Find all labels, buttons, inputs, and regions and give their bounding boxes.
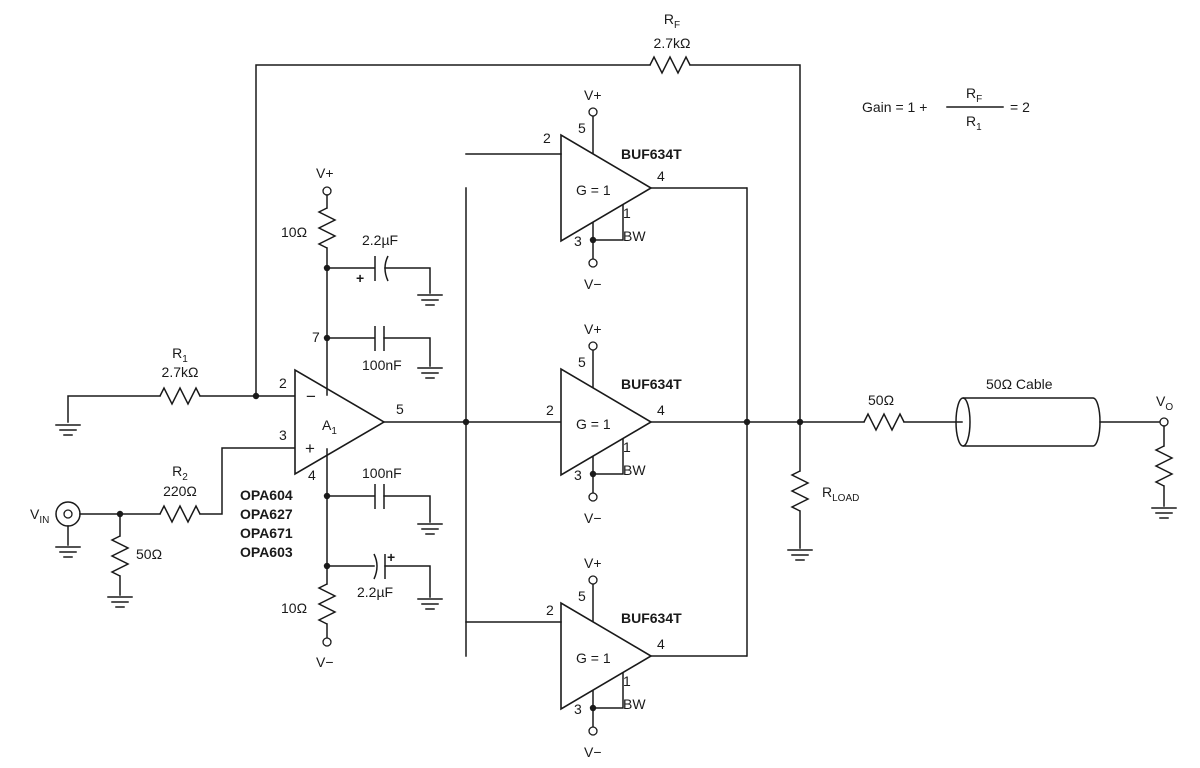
- opamp-plus-sign: +: [305, 439, 315, 458]
- vo-label: VO: [1156, 393, 1173, 413]
- buffer-3-pin-vm: 3: [574, 701, 582, 717]
- input-termination-resistor: 50Ω: [107, 510, 162, 608]
- cable-label: 50Ω Cable: [986, 376, 1053, 392]
- vm-cap-tant-sign: +: [387, 549, 395, 565]
- opamp-label: A1: [322, 417, 337, 437]
- rseries-value: 50Ω: [868, 392, 894, 408]
- buffer-2-vp: V+: [584, 321, 602, 337]
- buffer-3-vm: V−: [584, 744, 602, 760]
- gain-numerator: RF: [966, 85, 982, 105]
- buffer-2-gain: G = 1: [576, 416, 611, 432]
- negative-supply-decoupling: V− 10Ω 100nF + 2.2µF: [281, 448, 443, 670]
- buffer-1-pin-vm: 3: [574, 233, 582, 249]
- buffer-2-part: BUF634T: [621, 376, 682, 392]
- buffer-3-pin-out: 4: [657, 636, 665, 652]
- opamp-part-1: OPA604: [240, 487, 293, 503]
- opamp-minus-sign: −: [306, 387, 316, 406]
- feedback-resistor-rf: RF 2.7kΩ: [255, 11, 801, 423]
- opamp-pin-noninv: 3: [279, 427, 287, 443]
- vp-cap-tant-value: 2.2µF: [362, 232, 398, 248]
- r1-value: 2.7kΩ: [162, 364, 199, 380]
- buffer-2-pin-bw: 1: [623, 439, 631, 455]
- r2-label: R2: [172, 463, 188, 483]
- buffer-3-pin-bw: 1: [623, 673, 631, 689]
- buffer-3-part: BUF634T: [621, 610, 682, 626]
- rf-value: 2.7kΩ: [654, 35, 691, 51]
- load-resistor: RLOAD: [787, 421, 859, 561]
- buffer-bus-wiring: [462, 187, 804, 657]
- opamp-part-3: OPA671: [240, 525, 293, 541]
- r1-label: R1: [172, 345, 188, 365]
- buffer-2-pin-out: 4: [657, 402, 665, 418]
- rin-value: 50Ω: [136, 546, 162, 562]
- coax-cable: 50Ω Cable: [955, 376, 1165, 447]
- gain-prefix: Gain = 1 +: [862, 99, 927, 115]
- buffer-3-bw-label: BW: [623, 696, 646, 712]
- opamp-part-2: OPA627: [240, 506, 293, 522]
- buffer-1-pin-bw: 1: [623, 205, 631, 221]
- gain-equation: Gain = 1 + RF R1 = 2: [862, 85, 1030, 133]
- buffer-3-pin-in: 2: [546, 602, 554, 618]
- vm-cap-cer-value: 100nF: [362, 465, 402, 481]
- buffer-1-pin-in: 2: [543, 130, 551, 146]
- buffer-1-part: BUF634T: [621, 146, 682, 162]
- buffer-1-gain: G = 1: [576, 182, 611, 198]
- r2-value: 220Ω: [163, 483, 197, 499]
- opamp-pin-vm: 4: [308, 467, 316, 483]
- buffer-2: 2 4 5 3 1 BW G = 1 BUF634T V+ V−: [546, 321, 682, 526]
- vp-cap-tant-sign: +: [356, 270, 364, 286]
- buffer-1: 2 4 5 3 1 BW G = 1 BUF634T V+ V−: [465, 87, 747, 292]
- vp-cap-cer-value: 100nF: [362, 357, 402, 373]
- buffer-2-pin-vp: 5: [578, 354, 586, 370]
- vin-label: VIN: [30, 506, 49, 526]
- opamp-pin-vp: 7: [312, 329, 320, 345]
- rf-label: RF: [664, 11, 680, 31]
- output-vo: VO: [1151, 393, 1177, 519]
- buffer-1-bw-label: BW: [623, 228, 646, 244]
- buffer-1-pin-vp: 5: [578, 120, 586, 136]
- buffer-2-bw-label: BW: [623, 462, 646, 478]
- buffer-2-vm: V−: [584, 510, 602, 526]
- opamp-part-4: OPA603: [240, 544, 293, 560]
- buffer-1-vm: V−: [584, 276, 602, 292]
- vp-resistor-value: 10Ω: [281, 224, 307, 240]
- series-resistor: 50Ω: [799, 392, 963, 432]
- buffer-1-pin-out: 4: [657, 168, 665, 184]
- resistor-r1: R1 2.7kΩ: [55, 345, 296, 436]
- buffer-2-pin-vm: 3: [574, 467, 582, 483]
- vm-resistor-value: 10Ω: [281, 600, 307, 616]
- vp-rail-label: V+: [316, 165, 334, 181]
- resistor-r2: R2 220Ω: [159, 447, 296, 524]
- opamp-a1: A1 − + 2 3 5 7 4 OPA604 OPA627 OPA671 OP…: [240, 329, 801, 560]
- rload-label: RLOAD: [822, 484, 859, 504]
- buffer-1-vp: V+: [584, 87, 602, 103]
- buffer-3-vp: V+: [584, 555, 602, 571]
- buffer-3-pin-vp: 5: [578, 588, 586, 604]
- opamp-pin-inv: 2: [279, 375, 287, 391]
- buffer-3: 2 4 5 3 1 BW G = 1 BUF634T V+ V−: [465, 555, 747, 760]
- vm-rail-label: V−: [316, 654, 334, 670]
- gain-denominator: R1: [966, 113, 982, 133]
- gain-result: = 2: [1010, 99, 1030, 115]
- opamp-pin-out: 5: [396, 401, 404, 417]
- buffer-2-pin-in: 2: [546, 402, 554, 418]
- buffer-3-gain: G = 1: [576, 650, 611, 666]
- vm-cap-tant-value: 2.2µF: [357, 584, 393, 600]
- positive-supply-decoupling: V+ 10Ω + 2.2µF 100nF: [281, 165, 443, 396]
